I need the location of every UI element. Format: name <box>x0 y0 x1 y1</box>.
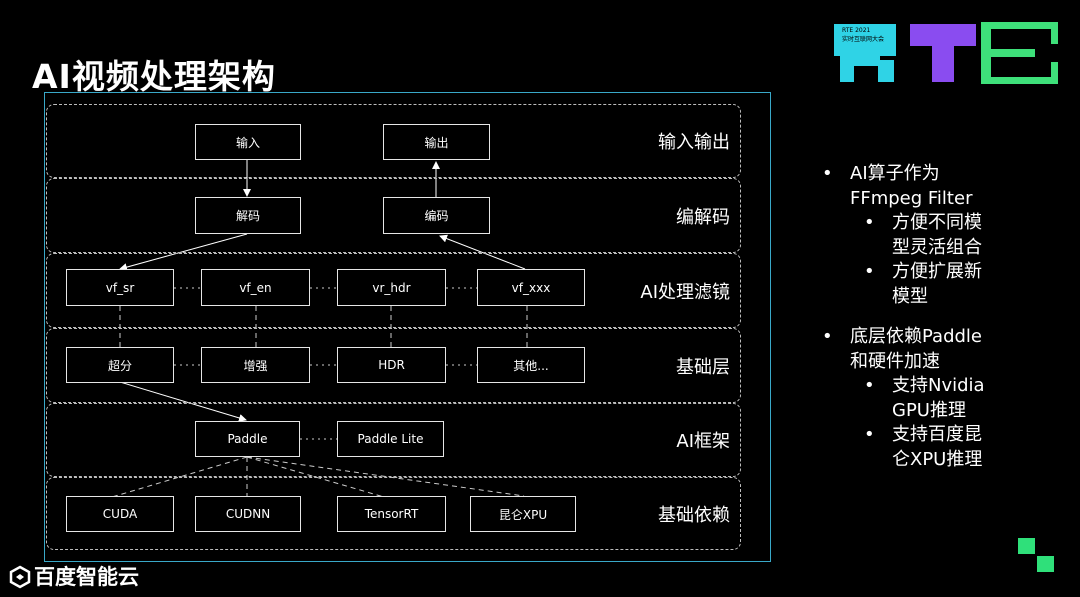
box-vf-xxx: vf_xxx <box>477 269 585 306</box>
layer-codec: 编解码 <box>46 178 741 253</box>
bullet-list: • AI算子作为 FFmpeg Filter • 方便不同模 型灵活组合 • 方… <box>822 162 1072 472</box>
bullet-item: • 底层依赖Paddle 和硬件加速 <box>822 326 983 372</box>
box-output: 输出 <box>383 124 490 160</box>
box-decode: 解码 <box>195 197 301 234</box>
sub-bullet-item: • 支持百度昆 仑XPU推理 <box>864 424 983 470</box>
box-cudnn: CUDNN <box>195 496 301 532</box>
bullet-dot-icon: • <box>864 424 875 445</box>
box-other: 其他... <box>477 347 585 383</box>
layer-label: 基础依赖 <box>658 504 730 526</box>
box-input: 输入 <box>195 124 301 160</box>
box-encode: 编码 <box>383 197 490 234</box>
box-vf-sr: vf_sr <box>66 269 174 306</box>
box-enhance: 增强 <box>201 347 310 383</box>
sub-bullet-item: • 方便不同模 型灵活组合 <box>864 212 982 258</box>
box-vr-hdr: vr_hdr <box>337 269 446 306</box>
box-cuda: CUDA <box>66 496 174 532</box>
sub-bullet-item: • 支持Nvidia GPU推理 <box>864 375 985 421</box>
sub-bullet-item: • 方便扩展新 模型 <box>864 261 982 307</box>
diagram-frame <box>44 92 771 562</box>
rte-logo <box>834 22 1058 84</box>
layer-label: 输入输出 <box>658 132 730 153</box>
layer-label: AI框架 <box>676 431 730 452</box>
bullet-dot-icon: • <box>864 261 875 282</box>
page-title: AI视频处理架构 <box>32 57 276 96</box>
corner-pixel-icon <box>1018 538 1054 572</box>
box-super-resolution: 超分 <box>66 347 174 383</box>
layer-label: 基础层 <box>676 356 730 378</box>
layer-label: 编解码 <box>676 206 730 228</box>
layer-dependencies: 基础依赖 <box>46 477 741 550</box>
box-hdr: HDR <box>337 347 446 383</box>
bullet-dot-icon: • <box>822 163 833 184</box>
baidu-cloud-icon <box>9 565 31 589</box>
box-vf-en: vf_en <box>201 269 310 306</box>
bullet-item: • AI算子作为 FFmpeg Filter <box>822 163 973 209</box>
layer-ai-filter: AI处理滤镜 <box>46 253 741 328</box>
bullet-dot-icon: • <box>864 375 875 396</box>
box-paddle: Paddle <box>195 421 300 457</box>
layer-base: 基础层 <box>46 328 741 403</box>
box-paddle-lite: Paddle Lite <box>337 421 444 457</box>
baidu-cloud-logo-text: 百度智能云 <box>34 565 139 589</box>
layer-label: AI处理滤镜 <box>640 281 730 303</box>
box-tensorrt: TensorRT <box>337 496 446 532</box>
box-kunlun-xpu: 昆仑XPU <box>470 496 576 532</box>
bullet-dot-icon: • <box>822 326 833 347</box>
layer-ai-framework: AI框架 <box>46 403 741 477</box>
bullet-dot-icon: • <box>864 212 875 233</box>
rte-logo-text: RTE 2021 实时互联网大会 <box>842 27 885 43</box>
layer-io: 输入 输出 <box>46 104 741 178</box>
